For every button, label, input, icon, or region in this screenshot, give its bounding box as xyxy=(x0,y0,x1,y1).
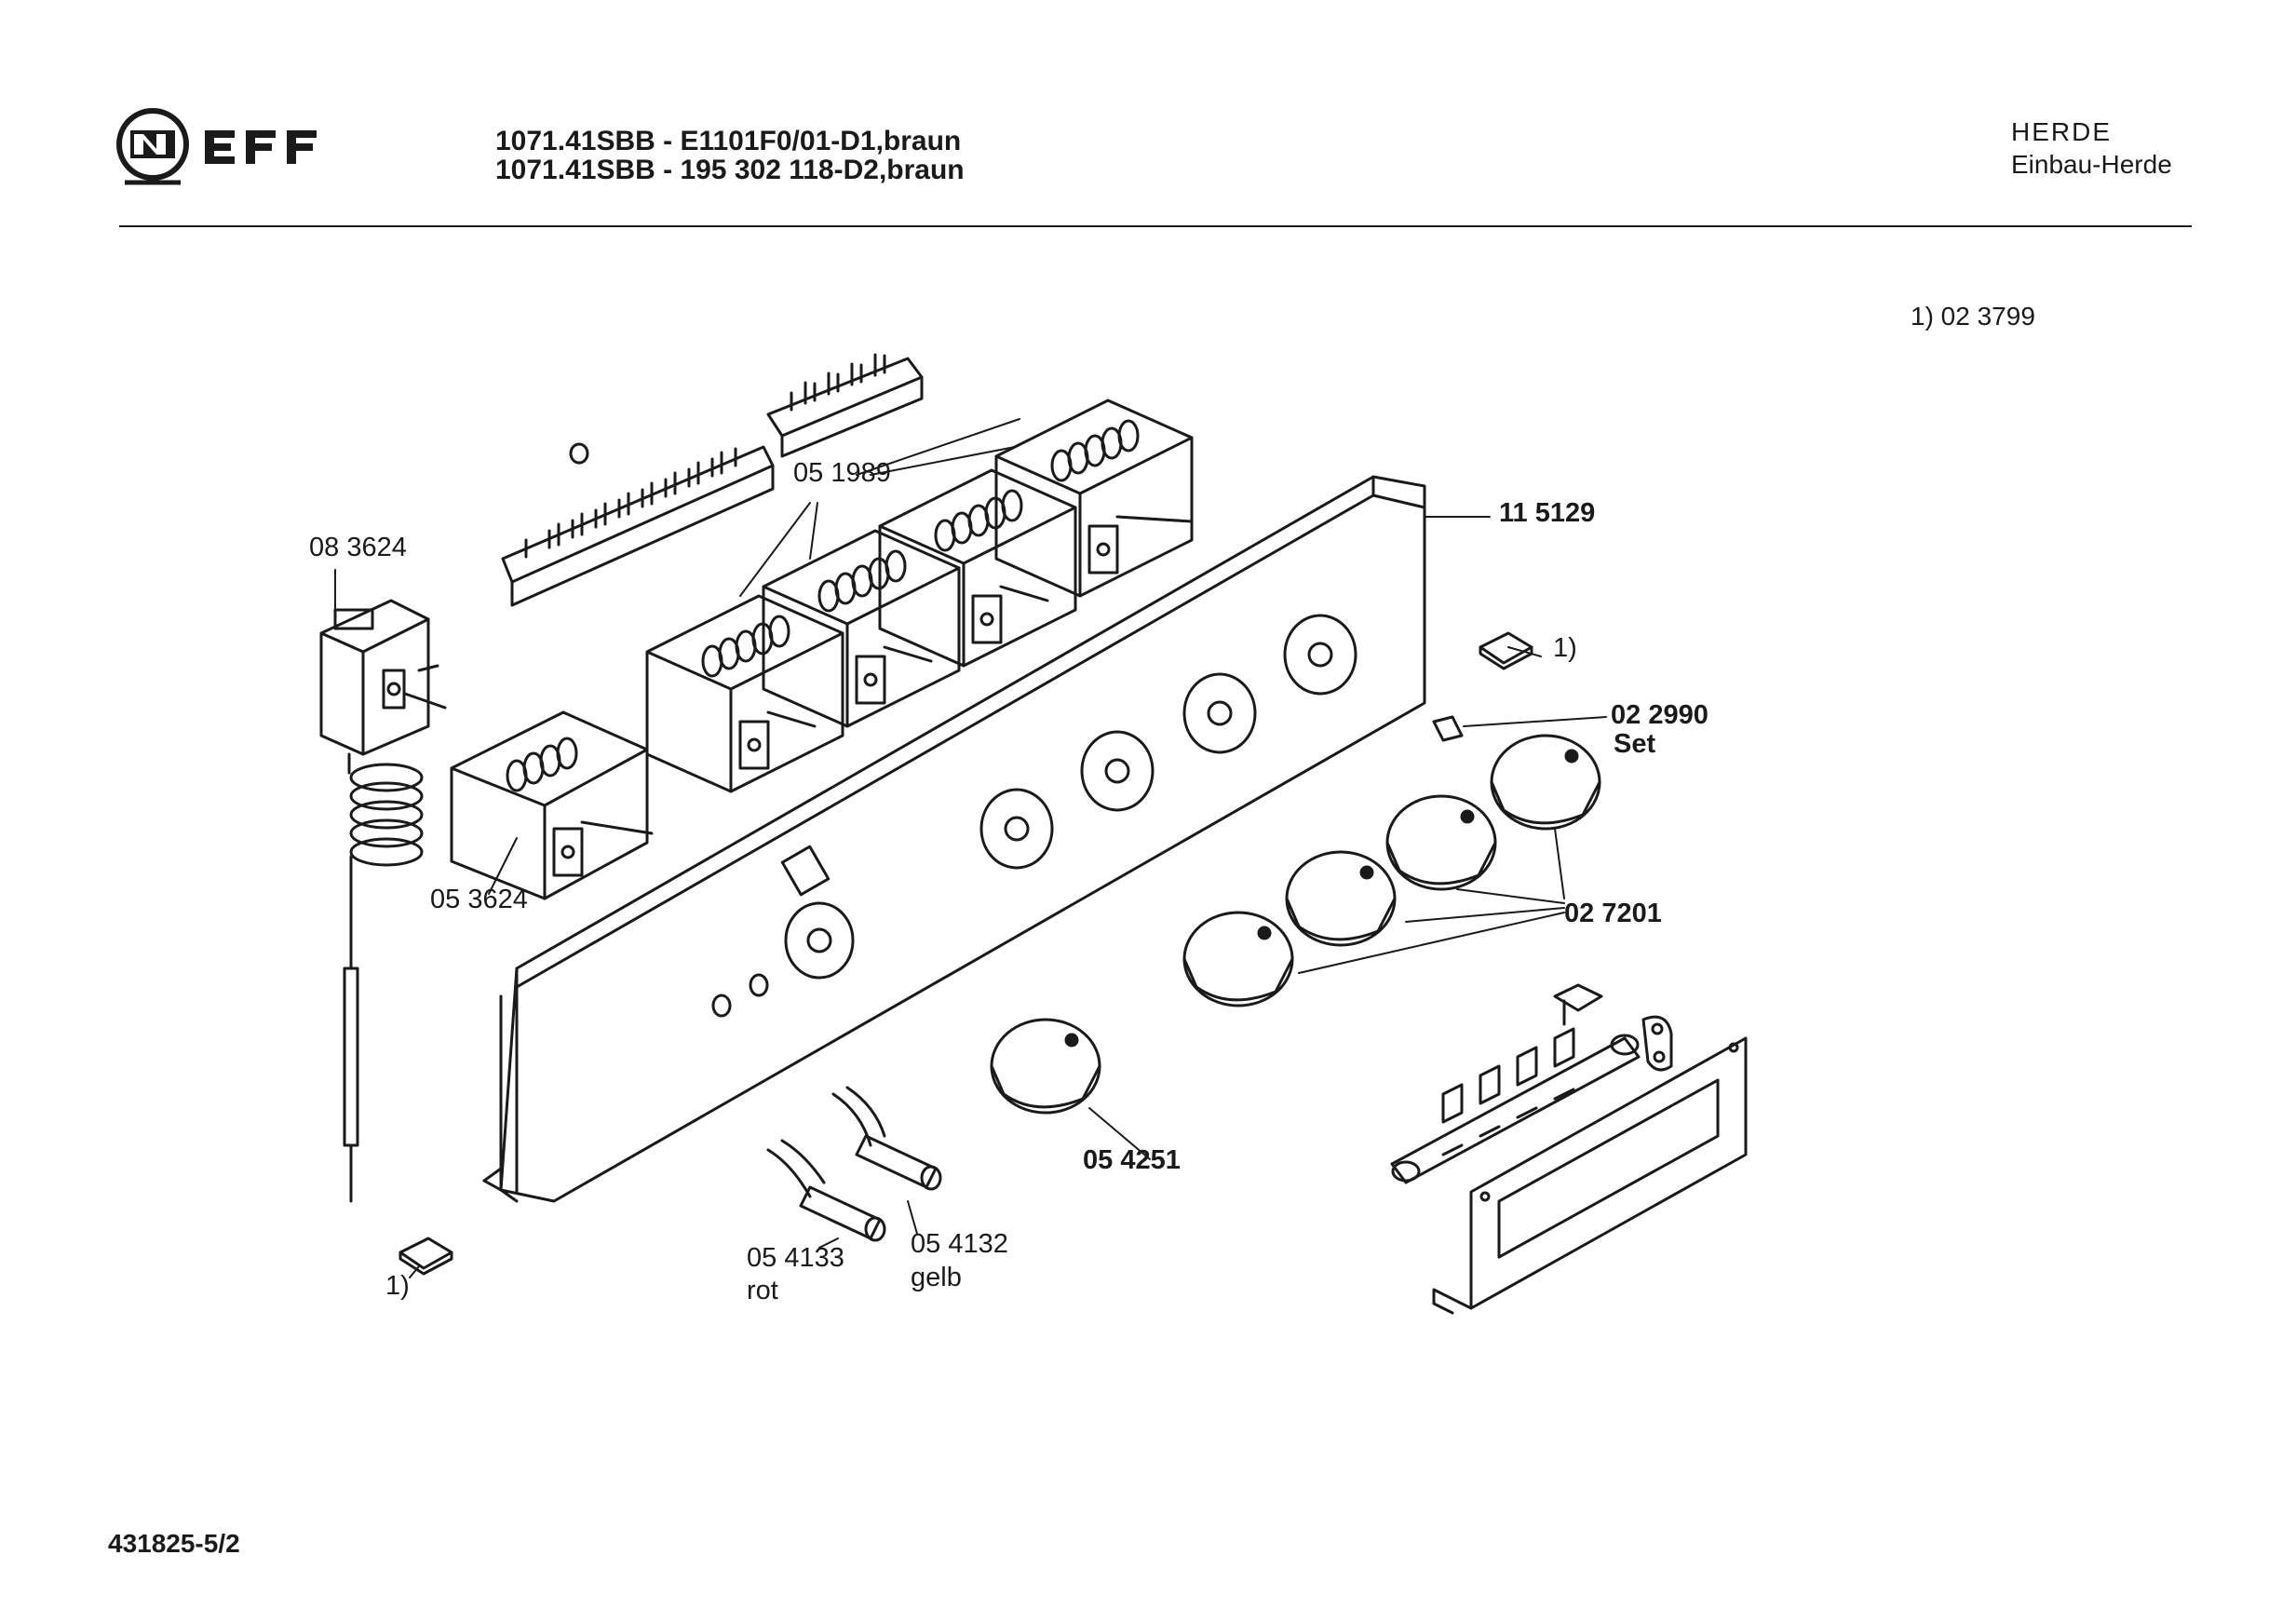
knob-2 xyxy=(1385,794,1497,891)
part-label-027201: 02 7201 xyxy=(1564,899,1662,928)
part-label-022990-sub: Set xyxy=(1614,729,1656,759)
part-label-054251: 05 4251 xyxy=(1083,1145,1181,1175)
part-label-054133-sub: rot xyxy=(747,1276,778,1305)
terminal-strip-long xyxy=(501,442,775,607)
control-panel-fascia xyxy=(482,475,1426,1203)
indicator-lamp-gelb xyxy=(831,1086,942,1191)
part-label-051989: 05 1989 xyxy=(793,458,891,488)
category-subtitle: Einbau-Herde xyxy=(2011,150,2172,179)
knob-4 xyxy=(1182,911,1294,1007)
model-line-2: 1071.41SBB - 195 302 118-D2,braun xyxy=(495,155,965,185)
category-title: HERDE xyxy=(2011,117,2113,146)
knob-3 xyxy=(1285,850,1397,947)
selector-switch-small xyxy=(450,710,654,900)
part-label-083624: 08 3624 xyxy=(309,533,407,562)
document-number: 431825-5/2 xyxy=(108,1529,240,1558)
header-rule xyxy=(119,225,2192,227)
knob-5 xyxy=(990,1018,1101,1115)
leader-lines xyxy=(334,418,1607,1278)
footnote-marker-right: 1) xyxy=(1553,633,1577,663)
part-label-115129: 11 5129 xyxy=(1499,498,1596,528)
footnote-marker-left: 1) xyxy=(385,1271,410,1301)
part-label-054133: 05 4133 xyxy=(747,1243,844,1273)
part-label-053624: 05 3624 xyxy=(430,885,528,914)
selector-switch-4 xyxy=(994,399,1194,598)
small-tab-022990 xyxy=(1432,715,1464,742)
frame-bracket xyxy=(1432,1036,1748,1315)
panel-knob-openings xyxy=(711,614,1357,1018)
terminal-block xyxy=(1390,983,1673,1184)
indicator-lamp-rot xyxy=(766,1139,886,1242)
selector-switch-3 xyxy=(878,468,1077,668)
logo-emblem xyxy=(116,108,317,185)
knob-1 xyxy=(1490,734,1601,831)
model-line-1: 1071.41SBB - E1101F0/01-D1,braun xyxy=(495,126,962,156)
part-label-054132: 05 4132 xyxy=(911,1229,1008,1259)
neff-logo xyxy=(114,101,365,194)
clip-right xyxy=(1479,631,1533,670)
terminal-strip-short xyxy=(766,353,924,458)
part-label-054132-sub: gelb xyxy=(911,1263,962,1292)
selector-switch-1 xyxy=(645,594,844,793)
footnote: 1) 02 3799 xyxy=(1911,302,2035,331)
thermostat xyxy=(319,599,447,1203)
selector-switch-2 xyxy=(762,529,961,728)
part-label-022990: 02 2990 xyxy=(1611,700,1708,730)
clip-left xyxy=(398,1237,453,1276)
